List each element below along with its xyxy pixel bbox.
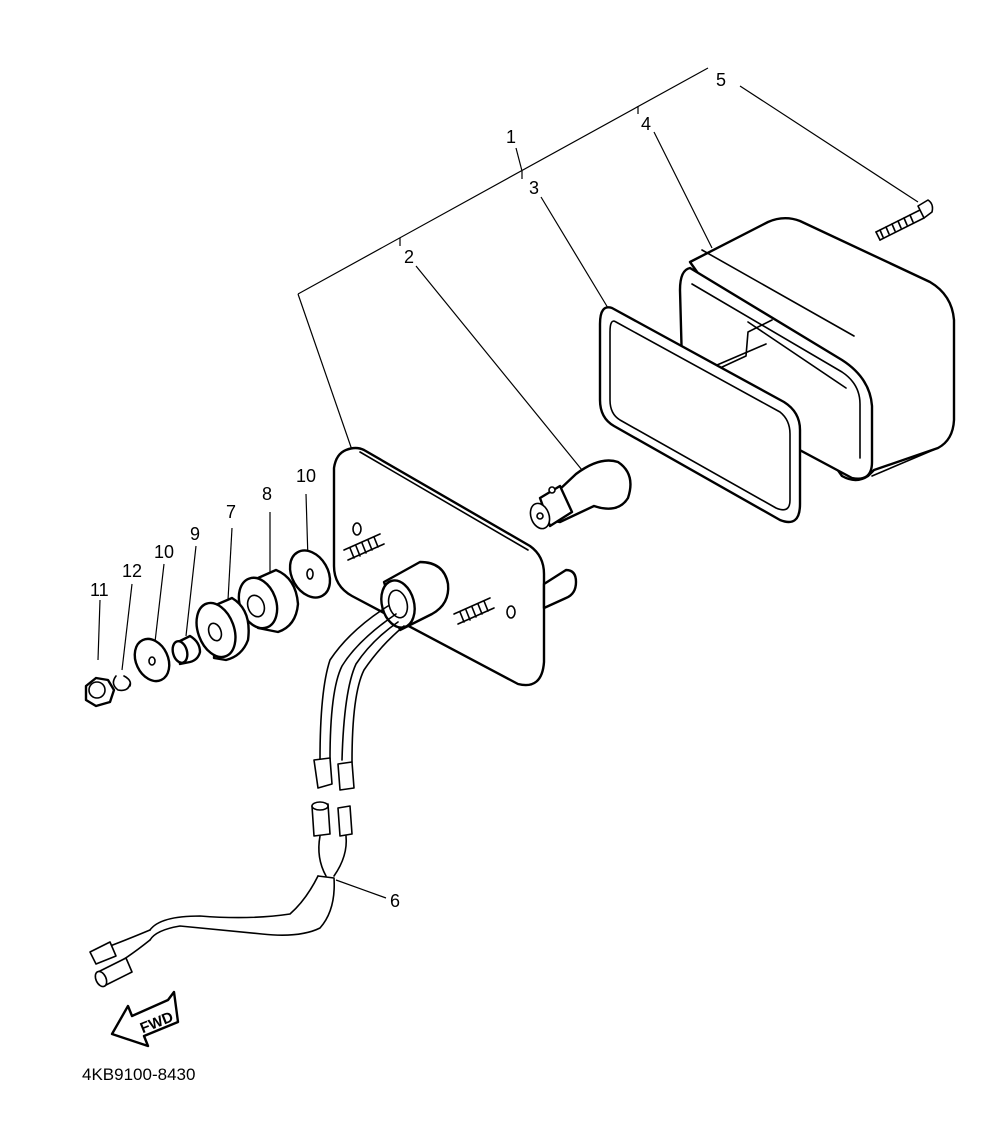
callout-11: 11	[90, 580, 109, 600]
callout-8: 8	[262, 484, 272, 504]
part-lens-housing	[678, 217, 956, 482]
callout-10-lower: 10	[154, 542, 174, 562]
callout-7: 7	[226, 502, 236, 522]
part-nut-11	[84, 676, 116, 708]
part-screw	[875, 199, 934, 241]
part-wire-harness	[89, 801, 353, 988]
part-washer-10a	[133, 637, 171, 683]
part-washer-10b	[288, 549, 332, 599]
diagram-part-code: 4KB9100-8430	[82, 1065, 195, 1084]
callout-3: 3	[529, 178, 539, 198]
callout-6: 6	[390, 891, 400, 911]
callout-12: 12	[122, 561, 142, 581]
part-wiring	[313, 605, 405, 791]
part-bulb	[529, 459, 632, 530]
part-grommet-8	[237, 568, 300, 634]
part-gasket	[598, 306, 802, 524]
leader-lines	[97, 85, 919, 899]
callout-10-upper: 10	[296, 466, 316, 486]
part-collar-7	[195, 596, 250, 662]
part-base-plate	[332, 446, 578, 687]
callout-4: 4	[641, 114, 651, 134]
part-lock-washer-12	[112, 675, 132, 692]
assembly-bracket-lines	[297, 67, 709, 451]
callout-9: 9	[190, 524, 200, 544]
callout-5: 5	[716, 70, 726, 90]
forward-direction-arrow: FWD	[110, 990, 180, 1048]
part-spacer-9	[171, 634, 202, 666]
callout-1: 1	[506, 127, 516, 147]
callout-2: 2	[404, 247, 414, 267]
callout-numbers: 1 2 3 4 5 6 7 8 9 10 10 11 12	[90, 70, 726, 911]
